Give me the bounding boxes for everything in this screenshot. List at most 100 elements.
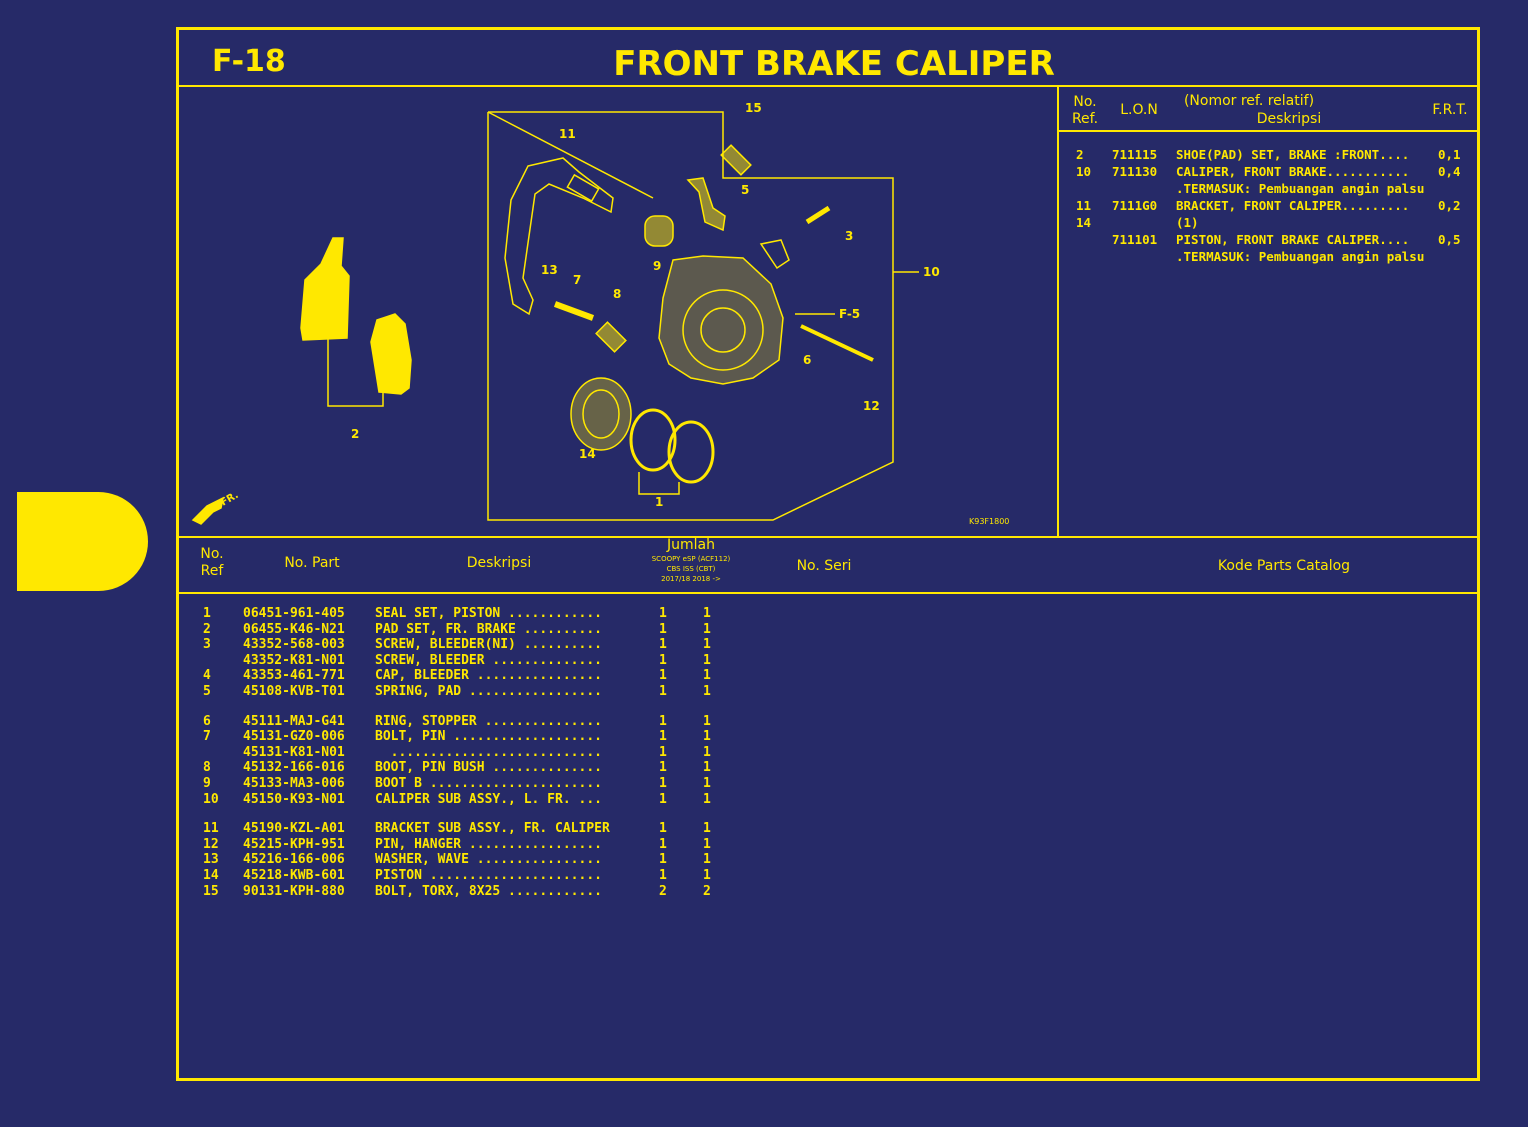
part-cell-desc: BOOT, PIN BUSH .............. xyxy=(375,760,602,776)
part-cell-part: 06451-961-405 xyxy=(243,606,345,621)
ref-cell-ref: 11 xyxy=(1076,198,1092,213)
ref-cell-frt: 0,5 xyxy=(1438,232,1461,247)
table-row: 45131-K81-N01 ..........................… xyxy=(179,745,879,761)
part-cell-part: 45190-KZL-A01 xyxy=(243,821,345,837)
table-row: 6 45111-MAJ-G41 RING, STOPPER ............… xyxy=(179,714,879,730)
ref-cell-frt: 0,2 xyxy=(1438,198,1461,213)
ref-cell-desc: .TERMASUK: Pembuangan angin palsu xyxy=(1176,249,1425,264)
part-cell-desc: SCREW, BLEEDER .............. xyxy=(375,652,602,668)
part-cell-q1: 1 xyxy=(659,791,667,807)
part-cell-ref: 8 xyxy=(203,760,211,776)
part-cell-part: 45218-KWB-601 xyxy=(243,868,345,883)
ref-table-row: .TERMASUK: Pembuangan angin palsu xyxy=(1060,180,1470,197)
ref-cell-lon: 711101 xyxy=(1112,232,1158,247)
ref-cell-desc: .TERMASUK: Pembuangan angin palsu xyxy=(1176,181,1425,196)
callout-14: 14 xyxy=(579,447,596,461)
parts-header-kode: Kode Parts Catalog xyxy=(1217,558,1351,574)
part-cell-q2: 1 xyxy=(703,621,711,637)
part-cell-ref: 6 xyxy=(203,713,211,729)
part-cell-desc: RING, STOPPER ............... xyxy=(375,713,602,729)
part-cell-part: 45111-MAJ-G41 xyxy=(243,713,345,729)
ref-cell-desc: PISTON, FRONT BRAKE CALIPER.... xyxy=(1176,232,1410,247)
part-cell-part: 06455-K46-N21 xyxy=(243,621,345,637)
callout-11: 11 xyxy=(559,127,576,141)
table-row: 1 06451-961-405 SEAL SET, PISTON .........… xyxy=(179,606,879,622)
part-cell-q1: 1 xyxy=(659,744,667,760)
table-row: 3 43352-568-003 SCREW, BLEEDER(NI) .......… xyxy=(179,637,879,653)
callout-3: 3 xyxy=(845,229,853,243)
ref-table-row: 14 (1) xyxy=(1060,214,1470,231)
part-cell-desc: SEAL SET, PISTON ............ xyxy=(375,606,602,621)
divider xyxy=(179,85,1477,87)
part-cell-desc: CALIPER SUB ASSY., L. FR. ... xyxy=(375,791,602,807)
ref-header-desc-top: (Nomor ref. relatif) xyxy=(1183,93,1315,109)
ref-cell-lon: 711115 xyxy=(1112,147,1158,162)
part-cell-ref: 12 xyxy=(203,836,219,852)
part-cell-ref: 9 xyxy=(203,776,211,791)
part-cell-desc: PAD SET, FR. BRAKE .......... xyxy=(375,621,602,637)
ref-cell-frt: 0,4 xyxy=(1438,164,1461,179)
part-cell-q1: 1 xyxy=(659,836,667,852)
part-cell-desc: PIN, HANGER ................. xyxy=(375,836,602,852)
part-cell-part: 45150-K93-N01 xyxy=(243,791,345,807)
part-cell-desc: PISTON ...................... xyxy=(375,868,602,883)
front-label: FR. xyxy=(219,490,241,509)
part-cell-q1: 1 xyxy=(659,606,667,621)
catalog-page-frame: F-18 FRONT BRAKE CALIPER xyxy=(176,27,1480,1081)
part-cell-desc: WASHER, WAVE ................ xyxy=(375,852,602,868)
part-cell-q2: 1 xyxy=(703,606,711,621)
part-cell-q1: 1 xyxy=(659,760,667,776)
ref-cell-ref: 14 xyxy=(1076,215,1092,230)
part-cell-q2: 1 xyxy=(703,713,711,729)
part-cell-part: 45216-166-006 xyxy=(243,852,345,868)
page-code: F-18 xyxy=(212,44,286,79)
part-cell-q1: 1 xyxy=(659,684,667,699)
part-cell-part: 43352-568-003 xyxy=(243,637,345,653)
part-cell-q2: 1 xyxy=(703,684,711,699)
part-cell-q2: 1 xyxy=(703,760,711,776)
part-cell-q1: 1 xyxy=(659,729,667,745)
part-cell-desc: BOLT, PIN ................... xyxy=(375,729,602,745)
part-cell-desc: ........................... xyxy=(375,744,602,760)
part-cell-desc: SCREW, BLEEDER(NI) .......... xyxy=(375,637,602,653)
part-cell-part: 43352-K81-N01 xyxy=(243,652,345,668)
part-cell-q1: 2 xyxy=(659,883,667,899)
part-cell-q1: 1 xyxy=(659,668,667,684)
ref-cell-desc: (1) xyxy=(1176,215,1199,230)
part-cell-ref: 4 xyxy=(203,668,211,684)
part-cell-part: 45132-166-016 xyxy=(243,760,345,776)
part-cell-part: 45133-MA3-006 xyxy=(243,776,345,791)
part-cell-q1: 1 xyxy=(659,713,667,729)
parts-header-no-part: No. Part xyxy=(284,555,340,571)
ref-cell-desc: CALIPER, FRONT BRAKE........... xyxy=(1176,164,1410,179)
table-row: 8 45132-166-016 BOOT, PIN BUSH ...........… xyxy=(179,760,879,776)
part-cell-q1: 1 xyxy=(659,637,667,653)
ref-table-row: 711101 PISTON, FRONT BRAKE CALIPER.... 0,5 xyxy=(1060,231,1470,248)
part-cell-q2: 1 xyxy=(703,668,711,684)
ref-cell-lon: 7111G0 xyxy=(1112,198,1158,213)
part-cell-q2: 1 xyxy=(703,852,711,868)
part-cell-ref: 13 xyxy=(203,852,219,868)
ref-cell-ref: 10 xyxy=(1076,164,1092,179)
parts-header-deskripsi: Deskripsi xyxy=(466,555,532,571)
figure-code: K93F1800 xyxy=(969,517,1009,526)
part-cell-desc: BOLT, TORX, 8X25 ............ xyxy=(375,883,602,899)
callout-2: 2 xyxy=(351,427,359,441)
page-title: FRONT BRAKE CALIPER xyxy=(613,44,1055,84)
part-cell-ref: 5 xyxy=(203,684,211,699)
parts-header-no-ref: No.Ref xyxy=(200,546,224,579)
part-cell-ref: 3 xyxy=(203,637,211,653)
part-cell-q1: 1 xyxy=(659,621,667,637)
part-cell-part: 43353-461-771 xyxy=(243,668,345,684)
ref-header-frt: F.R.T. xyxy=(1432,102,1468,118)
ref-header-lon: L.O.N xyxy=(1120,102,1158,118)
part-cell-q2: 1 xyxy=(703,821,711,837)
section-tab[interactable] xyxy=(17,492,148,591)
